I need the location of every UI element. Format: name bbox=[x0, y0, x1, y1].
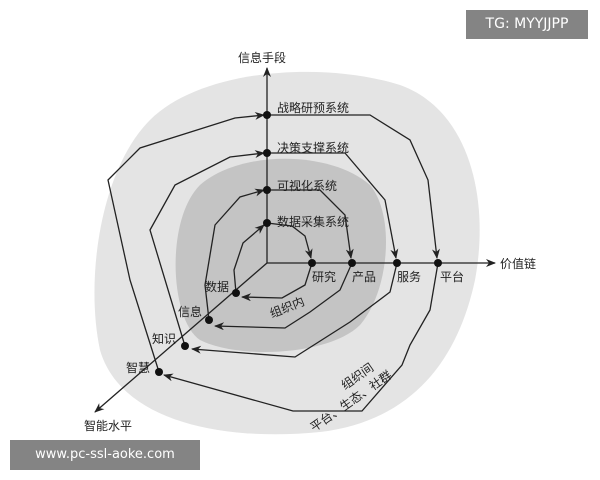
diagonal-axis bbox=[94, 262, 268, 413]
loop-data bbox=[233, 224, 265, 294]
dot-d4 bbox=[155, 368, 163, 376]
dot-v2 bbox=[263, 186, 271, 194]
dot-h2 bbox=[348, 259, 356, 267]
loop-info bbox=[204, 188, 265, 321]
horizontal-level-4: 平台 bbox=[440, 269, 464, 284]
loop-knowledge-2 bbox=[267, 152, 399, 259]
dot-h3 bbox=[393, 259, 401, 267]
loop-wisdom-3 bbox=[163, 262, 439, 412]
diagonal-axis-label: 智能水平 bbox=[84, 418, 132, 433]
dot-h4 bbox=[434, 259, 442, 267]
vertical-axis-label: 信息手段 bbox=[238, 50, 286, 65]
vertical-level-1: 数据采集系统 bbox=[277, 214, 349, 229]
vertical-level-4: 战略研预系统 bbox=[277, 100, 349, 115]
watermark-bottom: www.pc-ssl-aoke.com bbox=[10, 440, 200, 470]
loop-wisdom bbox=[107, 111, 265, 373]
loop-data-2 bbox=[266, 222, 313, 259]
loop-knowledge bbox=[149, 150, 265, 347]
vertical-level-3: 决策支撑系统 bbox=[277, 140, 349, 155]
loop-data-3 bbox=[241, 262, 313, 302]
loop-info-2 bbox=[267, 189, 354, 259]
inner-zone bbox=[175, 158, 387, 352]
horizontal-axis-label: 价值链 bbox=[500, 256, 536, 271]
loop-wisdom-2 bbox=[267, 114, 440, 259]
horizontal-level-1: 研究 bbox=[312, 269, 336, 284]
horizontal-level-2: 产品 bbox=[352, 270, 376, 284]
loop-knowledge-3 bbox=[191, 262, 398, 358]
dot-d1 bbox=[232, 289, 240, 297]
diagonal-level-4: 智慧 bbox=[126, 360, 150, 375]
dot-v4 bbox=[263, 111, 271, 119]
loop-info-3 bbox=[214, 262, 353, 331]
dot-d3 bbox=[181, 342, 189, 350]
dot-v1 bbox=[263, 219, 271, 227]
horizontal-level-3: 服务 bbox=[397, 269, 421, 284]
diagonal-level-3: 知识 bbox=[152, 332, 176, 346]
watermark-top: TG: MYYJJPP bbox=[466, 10, 588, 39]
dot-d2 bbox=[205, 316, 213, 324]
vertical-level-2: 可视化系统 bbox=[277, 178, 337, 193]
diagonal-level-2: 信息 bbox=[178, 304, 202, 319]
diagonal-level-1: 数据 bbox=[205, 279, 229, 294]
dot-v3 bbox=[263, 149, 271, 157]
dot-h1 bbox=[308, 259, 316, 267]
